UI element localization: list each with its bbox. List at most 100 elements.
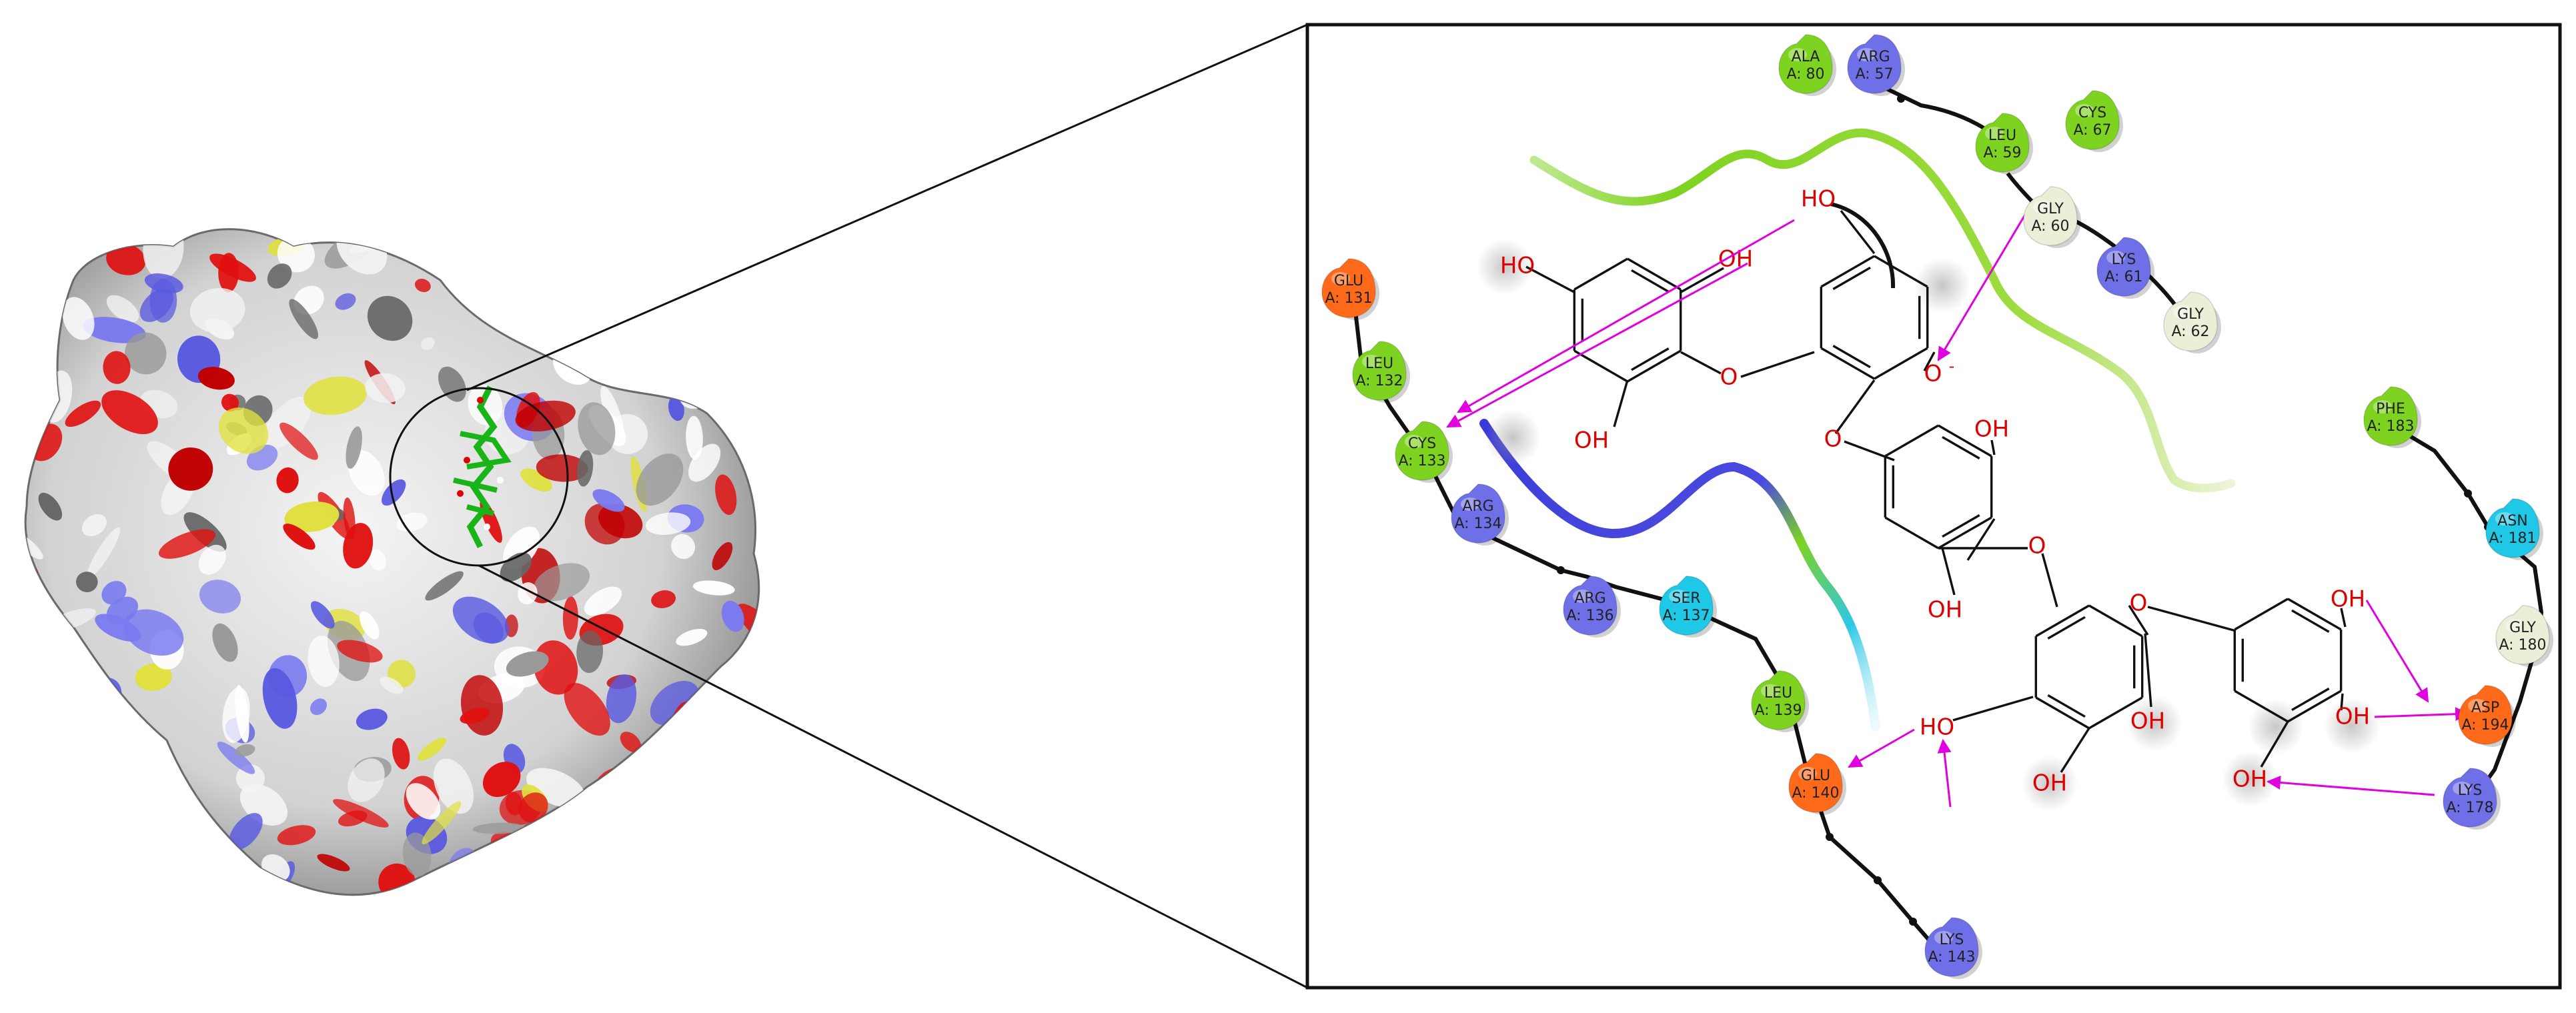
residue-drop <box>2065 90 2120 150</box>
atom-o-minus: O <box>1924 361 1942 387</box>
atom-o-ether2: O <box>1824 426 1842 453</box>
residue-drop <box>1451 483 1505 544</box>
bond <box>2060 728 2090 773</box>
surface-patch <box>101 756 135 798</box>
zoom-line-top <box>466 23 1308 391</box>
residue-drop <box>1321 258 1376 318</box>
surface-patch <box>536 454 588 482</box>
surface-patch <box>25 804 71 850</box>
bond <box>1631 269 1670 293</box>
surface-patch <box>25 276 61 315</box>
residue-highlight <box>1857 48 1876 61</box>
residue-chain: A: 134 <box>1454 516 1501 532</box>
surface-patch <box>620 732 642 753</box>
residue-name: ASN <box>2497 513 2527 530</box>
residue-name: CYS <box>1408 435 1436 452</box>
surface-patch <box>28 774 69 820</box>
surface-patch <box>106 295 139 323</box>
surface-patch <box>235 744 255 757</box>
residue-chain: A: 178 <box>2446 800 2493 816</box>
surface-patch <box>106 243 146 275</box>
surface-patch <box>25 229 41 249</box>
bond <box>1631 347 1670 371</box>
surface-patch <box>221 393 239 411</box>
surface-patch <box>538 234 576 275</box>
bond <box>1874 347 1928 380</box>
surface-patch <box>337 640 383 663</box>
backbone-node <box>2464 489 2472 497</box>
residue-chain: A: 180 <box>2499 637 2546 654</box>
residue-chain: A: 143 <box>1928 949 1975 966</box>
protein-surface <box>24 228 760 896</box>
bond <box>2234 690 2289 723</box>
surface-patch <box>105 780 124 798</box>
residue-name: LYS <box>1940 932 1964 948</box>
exposure-shade <box>2324 698 2380 754</box>
surface-patch <box>692 580 735 596</box>
bond <box>1820 255 1875 288</box>
bond <box>2035 696 2090 730</box>
ligand-bonds <box>1525 209 2347 773</box>
surface-patch <box>472 822 525 834</box>
surface-patch <box>721 600 744 632</box>
surface-patch <box>277 236 315 273</box>
bond <box>1966 518 1996 561</box>
backbone-path <box>2382 418 2544 808</box>
residue-chain: A: 59 <box>1983 145 2021 161</box>
residue-name: ARG <box>1462 498 1493 515</box>
surface-patch <box>520 468 552 492</box>
surface-patch <box>548 247 570 284</box>
bond <box>2144 633 2152 708</box>
surface-patch <box>676 628 708 646</box>
surface-patch <box>380 676 404 694</box>
surface-patch <box>198 544 226 575</box>
residue-highlight <box>1761 684 1780 698</box>
residue-highlight <box>1788 48 1807 61</box>
residue-drop <box>1352 341 1407 401</box>
residue-chain: A: 132 <box>1355 373 1403 389</box>
residue-name: ALA <box>1792 49 1820 65</box>
residue-drop <box>2495 605 2550 665</box>
bond <box>1942 514 1980 538</box>
bond <box>1844 440 1895 461</box>
bond <box>1874 255 1928 288</box>
surface-patch <box>689 725 726 756</box>
surface-patch <box>31 668 91 688</box>
surface-patch <box>396 229 431 243</box>
surface-patch <box>62 297 95 340</box>
residue-drop <box>2096 237 2151 297</box>
surface-patch <box>406 783 441 820</box>
residue-name: GLY <box>2509 620 2536 636</box>
surface-patch <box>62 745 92 801</box>
residue-drop <box>1924 917 1979 977</box>
surface-patch <box>719 770 739 816</box>
surface-patch <box>199 580 241 614</box>
bond <box>1627 257 1682 291</box>
hbond-arrow <box>1937 207 2030 361</box>
surface-patch <box>545 860 587 895</box>
residue-highlight <box>2495 512 2514 526</box>
residue-chain: A: 80 <box>1786 66 1824 83</box>
hbond-arrow <box>2374 707 2470 722</box>
surface-patch <box>123 609 184 656</box>
surface-patch <box>561 255 592 283</box>
surface-patch <box>686 415 703 460</box>
surface-patch <box>494 245 530 291</box>
surface-patch <box>568 797 596 829</box>
bond <box>2088 696 2143 730</box>
surface-patch <box>346 426 362 469</box>
surface-patch <box>25 604 52 642</box>
surface-patch <box>714 693 759 728</box>
residue-chain: A: 133 <box>1398 453 1445 469</box>
bond <box>2340 608 2347 628</box>
surface-patch <box>584 503 625 545</box>
surface-patch <box>651 590 676 609</box>
surface-patch <box>472 229 498 245</box>
atom-ho-left: HO <box>1500 253 1535 279</box>
surface-patch <box>78 754 138 775</box>
surface-patch <box>283 524 315 550</box>
